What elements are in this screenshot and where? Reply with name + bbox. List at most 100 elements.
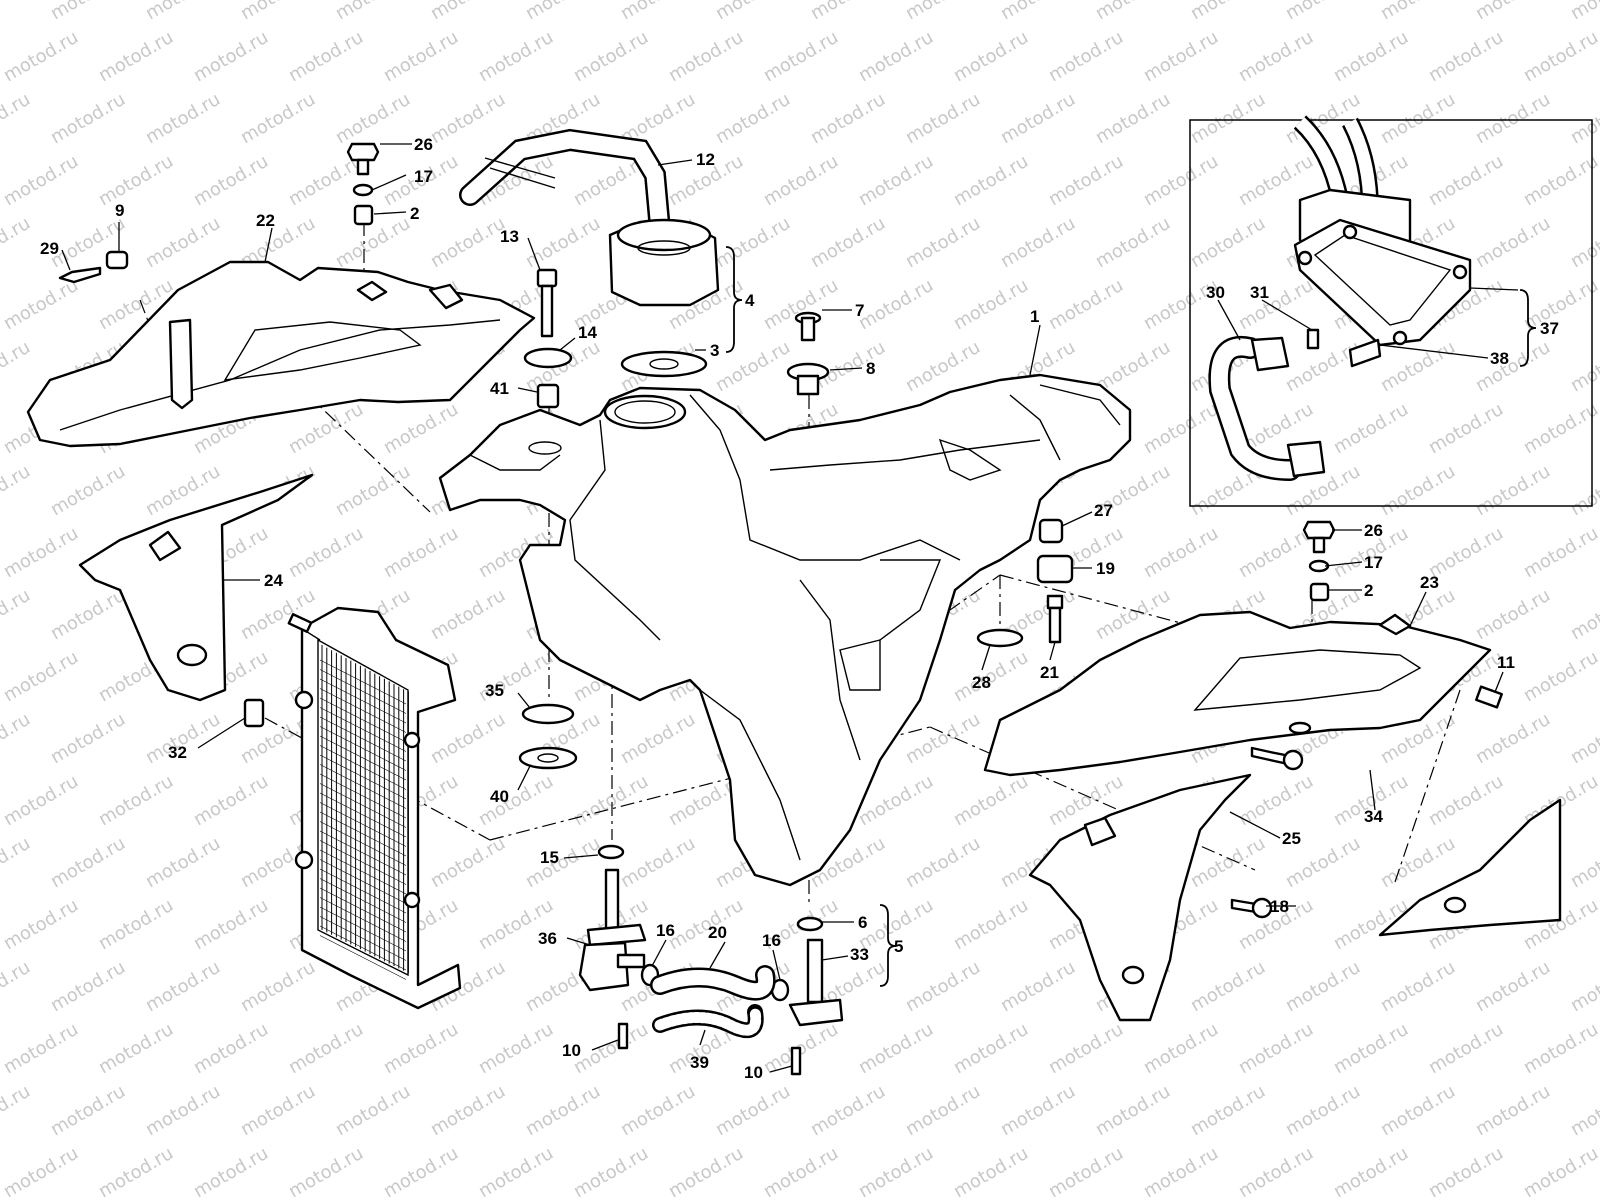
- watermark-text: motod.ru: [47, 89, 129, 148]
- watermark-text: motod.ru: [1187, 89, 1269, 148]
- watermark-text: motod.ru: [1472, 213, 1554, 272]
- watermark-text: motod.ru: [142, 1081, 224, 1140]
- breather-hose: [459, 128, 671, 241]
- watermark-text: motod.ru: [0, 585, 34, 644]
- watermark-text: motod.ru: [142, 213, 224, 272]
- radiator-fin: [319, 659, 407, 705]
- watermark-text: motod.ru: [0, 1019, 82, 1078]
- watermark-text: motod.ru: [95, 1143, 177, 1200]
- watermark-text: motod.ru: [1377, 833, 1459, 892]
- watermark-text: motod.ru: [1187, 957, 1269, 1016]
- watermark-text: motod.ru: [142, 0, 224, 24]
- watermark-text: motod.ru: [570, 1019, 652, 1078]
- watermark-text: motod.ru: [807, 89, 889, 148]
- callout-14: 14: [578, 323, 597, 342]
- watermark-text: motod.ru: [1140, 151, 1222, 210]
- watermark-text: motod.ru: [902, 213, 984, 272]
- watermark-text: motod.ru: [950, 151, 1032, 210]
- watermark-text: motod.ru: [855, 27, 937, 86]
- watermark-text: motod.ru: [0, 461, 34, 520]
- radiator-fin: [319, 859, 407, 904]
- watermark-text: motod.ru: [142, 833, 224, 892]
- radiator-fin: [319, 745, 407, 790]
- watermark-text: motod.ru: [807, 1081, 889, 1140]
- watermark-text: motod.ru: [1520, 399, 1600, 458]
- watermark-text: motod.ru: [1377, 461, 1459, 520]
- watermark-text: motod.ru: [95, 27, 177, 86]
- watermark-text: motod.ru: [427, 709, 509, 768]
- radiator-fin: [319, 821, 407, 866]
- watermark-text: motod.ru: [1235, 1019, 1317, 1078]
- callout-31: 31: [1250, 283, 1269, 302]
- callout-33: 33: [850, 945, 869, 964]
- watermark-text: motod.ru: [665, 895, 747, 954]
- watermark-text: motod.ru: [190, 27, 272, 86]
- watermark-text: motod.ru: [570, 771, 652, 830]
- watermark-text: motod.ru: [332, 89, 414, 148]
- watermark-text: motod.ru: [1425, 399, 1507, 458]
- watermark-text: motod.ru: [902, 833, 984, 892]
- watermark-text: motod.ru: [1425, 1143, 1507, 1200]
- watermark-text: motod.ru: [47, 461, 129, 520]
- watermark-text: motod.ru: [1472, 1081, 1554, 1140]
- watermark-text: motod.ru: [1472, 461, 1554, 520]
- callout-20: 20: [708, 923, 727, 942]
- watermark-text: motod.ru: [1567, 89, 1600, 148]
- watermark-text: motod.ru: [1520, 1019, 1600, 1078]
- watermark-text: motod.ru: [1472, 585, 1554, 644]
- brace-5: [879, 904, 897, 987]
- callout-17b: 17: [1364, 553, 1383, 572]
- watermark-text: motod.ru: [902, 0, 984, 24]
- radiator-fin: [319, 868, 407, 914]
- callout-10a: 10: [562, 1041, 581, 1060]
- callout-1: 1: [1030, 307, 1039, 326]
- watermark-text: motod.ru: [0, 833, 34, 892]
- watermark-text: motod.ru: [1567, 957, 1600, 1016]
- watermark-text: motod.ru: [0, 213, 34, 272]
- watermark-text: motod.ru: [997, 957, 1079, 1016]
- radiator-fin: [319, 802, 407, 847]
- watermark-text: motod.ru: [1377, 89, 1459, 148]
- watermark-text: motod.ru: [950, 895, 1032, 954]
- watermark-text: motod.ru: [190, 1143, 272, 1200]
- radiator-fin: [319, 735, 407, 781]
- watermark-text: motod.ru: [1045, 275, 1127, 334]
- watermark-text: motod.ru: [427, 833, 509, 892]
- radiator-fin: [319, 669, 407, 714]
- radiator-fin: [319, 878, 407, 923]
- watermark-text: motod.ru: [1567, 585, 1600, 644]
- watermark-text: motod.ru: [522, 337, 604, 396]
- watermark-text: motod.ru: [950, 27, 1032, 86]
- watermark-text: motod.ru: [1187, 1081, 1269, 1140]
- watermark-text: motod.ru: [1140, 399, 1222, 458]
- callout-2b: 2: [1364, 581, 1373, 600]
- callout-24: 24: [264, 571, 283, 590]
- callout-34: 34: [1364, 807, 1383, 826]
- watermark-text: motod.ru: [95, 895, 177, 954]
- leader-lines: [61, 143, 1519, 1073]
- callout-37: 37: [1540, 319, 1559, 338]
- watermark-text: motod.ru: [1092, 0, 1174, 24]
- watermark-text: motod.ru: [427, 585, 509, 644]
- watermark-text: motod.ru: [1092, 213, 1174, 272]
- watermark-text: motod.ru: [1045, 151, 1127, 210]
- watermark-text: motod.ru: [617, 0, 699, 24]
- watermark-text: motod.ru: [190, 151, 272, 210]
- watermark-text: motod.ru: [950, 1143, 1032, 1200]
- callout-11: 11: [1497, 653, 1515, 672]
- hardware: [58, 142, 1503, 1076]
- callout-41: 41: [490, 379, 509, 398]
- watermark-text: motod.ru: [237, 0, 319, 24]
- watermark-text: motod.ru: [475, 1143, 557, 1200]
- callout-23: 23: [1420, 573, 1439, 592]
- watermark-text: motod.ru: [522, 1081, 604, 1140]
- watermark-text: motod.ru: [712, 89, 794, 148]
- watermark-text: motod.ru: [1425, 151, 1507, 210]
- callout-10b: 10: [744, 1063, 763, 1082]
- watermark-text: motod.ru: [1235, 1143, 1317, 1200]
- watermark-text: motod.ru: [0, 275, 82, 334]
- watermark-text: motod.ru: [902, 89, 984, 148]
- callout-26a: 26: [414, 135, 433, 154]
- watermark-text: motod.ru: [1045, 1143, 1127, 1200]
